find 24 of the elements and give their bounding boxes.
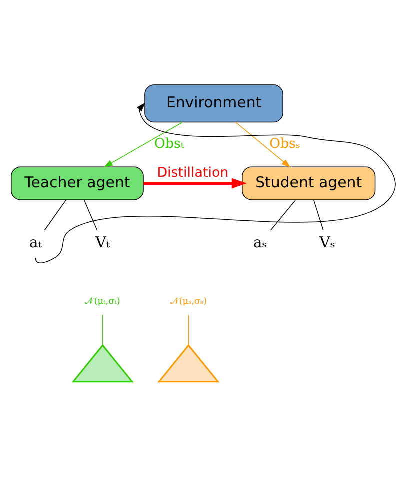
node-text: 𝒩(μₜ,σₜ): [85, 296, 120, 307]
connector: [44, 200, 67, 231]
connector: [102, 314, 104, 346]
arrow: [235, 122, 291, 168]
edge-label: Distillation: [157, 166, 229, 182]
connector: [188, 314, 190, 346]
node-box: Student agent: [242, 166, 376, 200]
node-box: Teacher agent: [11, 166, 144, 200]
node-box: Environment: [144, 84, 284, 123]
connector: [84, 200, 98, 231]
node-picture: [72, 344, 134, 383]
node-picture: [158, 344, 220, 383]
connector: [270, 200, 296, 231]
connector: [313, 200, 324, 231]
arrow: [35, 102, 396, 264]
node-text: Vₛ: [320, 234, 336, 252]
node-text: aₛ: [253, 234, 268, 252]
arrow: [104, 122, 184, 168]
node-text: 𝒩(μₛ,σₛ): [170, 296, 208, 307]
edge-label: Obsₛ: [269, 136, 300, 152]
node-text: aₜ: [29, 234, 42, 252]
node-text: Vₜ: [96, 234, 110, 252]
arrow: [144, 178, 247, 189]
edge-label: Obsₜ: [154, 136, 184, 152]
